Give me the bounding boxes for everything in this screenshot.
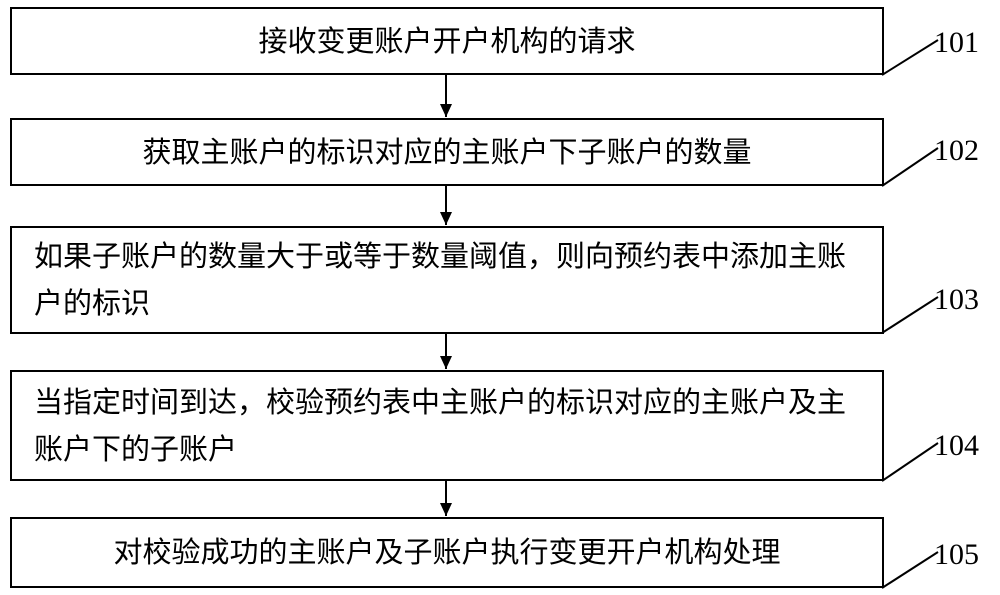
ref-104: 104 [934, 429, 979, 462]
leader-104 [881, 442, 939, 482]
step-label-102: 获取主账户的标识对应的主账户下子账户的数量 [142, 134, 752, 169]
step-box-102: 获取主账户的标识对应的主账户下子账户的数量 [10, 118, 884, 186]
leader-101 [881, 39, 939, 76]
arrowhead-103-104 [440, 356, 452, 369]
arrowhead-104-105 [440, 503, 452, 516]
ref-105: 105 [934, 538, 979, 571]
leader-103 [881, 296, 939, 334]
ref-101: 101 [934, 26, 979, 59]
step-box-105: 对校验成功的主账户及子账户执行变更开户机构处理 [10, 517, 884, 588]
arrowhead-101-102 [440, 104, 452, 117]
arrowhead-102-103 [440, 212, 452, 225]
ref-102: 102 [934, 134, 979, 167]
step-label-103: 如果子账户的数量大于或等于数量阈值，则向预约表中添加主账户的标识 [34, 239, 847, 320]
ref-103: 103 [934, 283, 979, 316]
leader-102 [881, 147, 939, 187]
step-label-101: 接收变更账户开户机构的请求 [258, 23, 636, 58]
step-box-104: 当指定时间到达，校验预约表中主账户的标识对应的主账户及主账户下的子账户 [10, 370, 884, 481]
step-box-103: 如果子账户的数量大于或等于数量阈值，则向预约表中添加主账户的标识 [10, 226, 884, 334]
leader-105 [881, 551, 939, 589]
step-label-104: 当指定时间到达，校验预约表中主账户的标识对应的主账户及主账户下的子账户 [34, 384, 847, 466]
step-label-105: 对校验成功的主账户及子账户执行变更开户机构处理 [113, 535, 781, 569]
step-box-101: 接收变更账户开户机构的请求 [10, 7, 884, 75]
